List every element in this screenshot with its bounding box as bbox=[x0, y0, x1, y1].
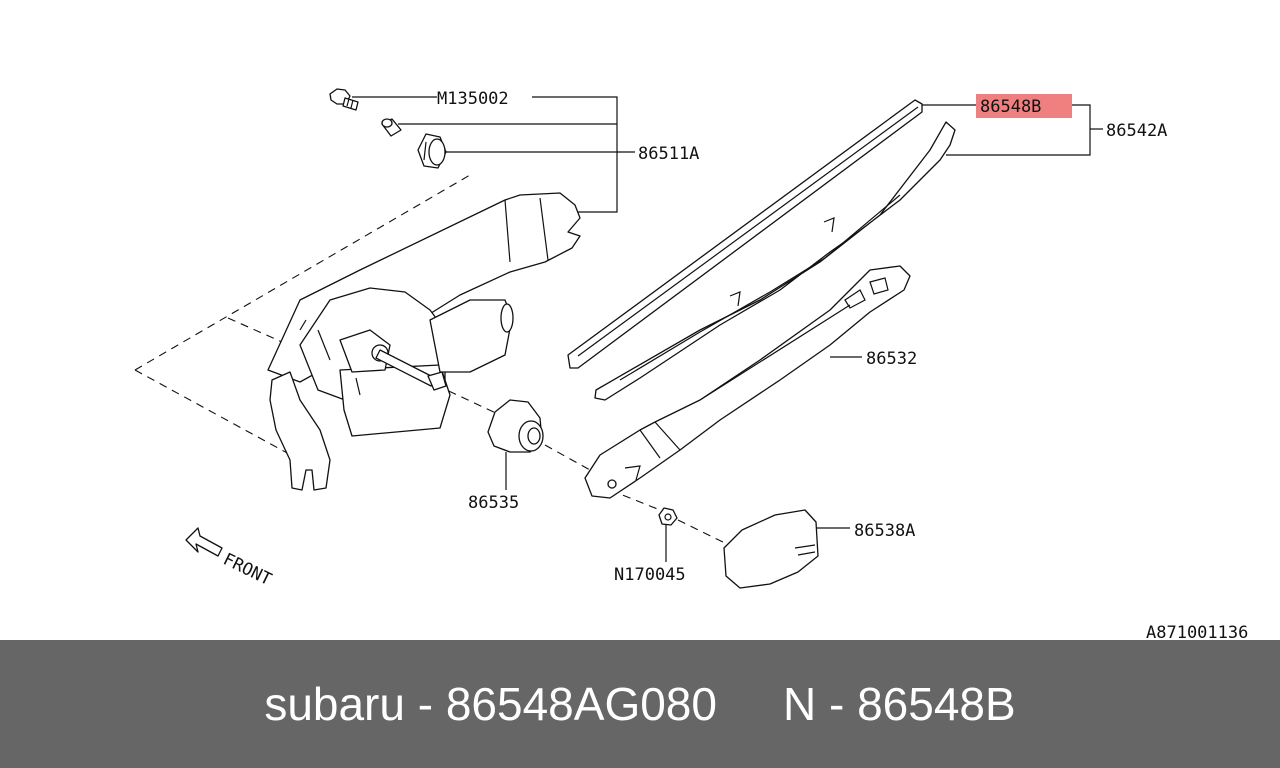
figure-id: A871001136 bbox=[1146, 623, 1248, 640]
blade-refill-part bbox=[567, 99, 923, 369]
callout-86535: 86535 bbox=[468, 493, 519, 513]
callout-86532: 86532 bbox=[866, 349, 917, 369]
assembly-guide-lines bbox=[134, 174, 736, 549]
wiper-arm-part bbox=[584, 265, 911, 499]
front-label: FRONT bbox=[220, 550, 275, 590]
callout-n170045: N170045 bbox=[614, 565, 686, 585]
grommet-part bbox=[417, 133, 447, 169]
footer-banner: subaru - 86548AG080 N - 86548B bbox=[0, 640, 1280, 768]
nut-part bbox=[658, 507, 678, 526]
callout-m135002: M135002 bbox=[437, 89, 509, 109]
cap-part bbox=[487, 399, 544, 453]
parts-diagram: FRONT M135002 86511A 86548B 86542A 86532… bbox=[134, 88, 1248, 640]
callout-86538a: 86538A bbox=[854, 521, 915, 541]
callout-86548b: 86548B bbox=[980, 97, 1041, 117]
callout-highlight bbox=[976, 94, 1072, 118]
footer-part-number: subaru - 86548AG080 bbox=[264, 678, 717, 730]
front-arrow-icon: FRONT bbox=[185, 527, 275, 590]
leader-lines bbox=[352, 96, 1103, 562]
bolt-part bbox=[329, 88, 359, 111]
wiper-motor-assembly bbox=[267, 192, 581, 491]
cover-part bbox=[723, 509, 819, 589]
callout-86511a: 86511A bbox=[638, 144, 699, 164]
footer-cross-reference: N - 86548B bbox=[782, 678, 1016, 730]
blade-assembly-part bbox=[594, 121, 956, 401]
callout-86542a: 86542A bbox=[1106, 121, 1167, 141]
spacer-part bbox=[381, 118, 402, 137]
